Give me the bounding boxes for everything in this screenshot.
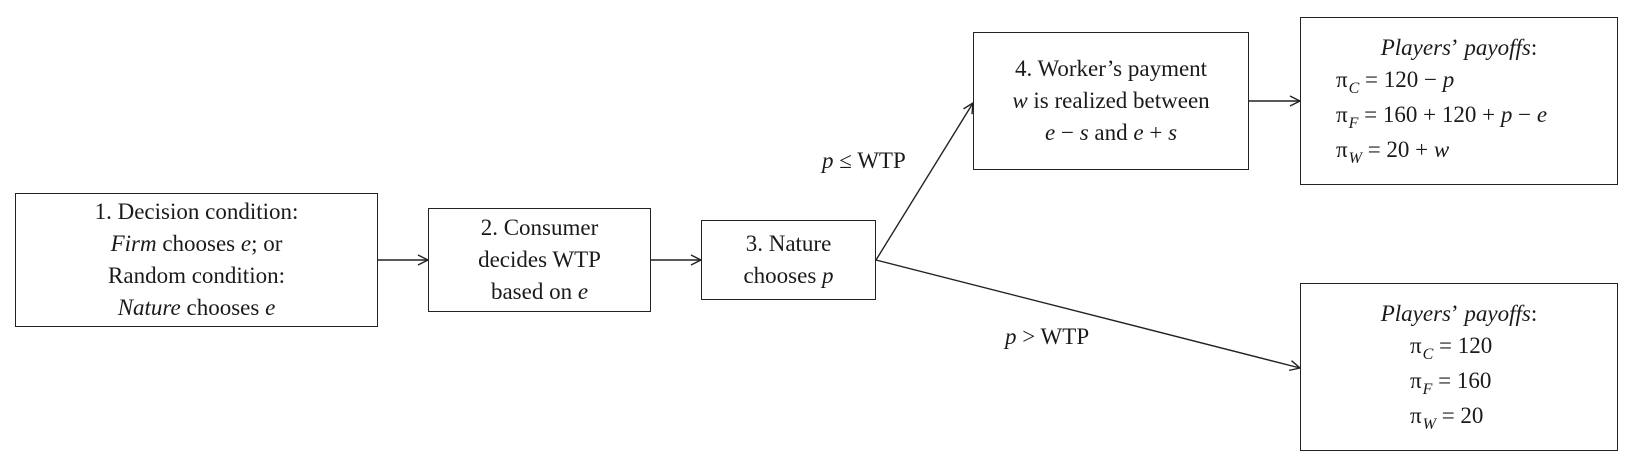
step2-line3: based on e [491,276,588,308]
var-e: e [265,295,276,320]
players-word: Players [1380,301,1451,326]
subscript-w: W [1422,416,1436,433]
var-p: p [822,148,834,173]
payoffs-word: payoffs [1458,301,1531,326]
var-e: e [577,279,589,304]
payoff-consumer-expr: = 120 [1433,333,1493,358]
var-s: s [1079,120,1089,145]
var-w: w [1012,88,1028,113]
subscript-c: C [1422,346,1434,363]
and-word: and [1088,120,1134,145]
var-e: e [1133,120,1144,145]
payoffs-word: payoffs [1458,35,1531,60]
step2-line3-rest: based on [490,279,578,304]
pi-symbol: π [1336,102,1348,127]
pi-symbol: π [1336,67,1348,92]
colon: : [1530,35,1538,60]
var-p: p [822,263,834,288]
payoff-consumer: πC = 120 − p [1336,64,1617,99]
var-e: e [1536,102,1548,127]
var-p: p [1442,67,1455,92]
players-word: Players [1380,35,1451,60]
subscript-w: W [1348,150,1362,167]
step2-line2: decides WTP [478,247,601,272]
step1-line4: Nature chooses e [118,292,276,324]
plus-sign: + [1143,120,1169,145]
payoff-firm-expr: = 160 + 120 + [1358,102,1501,127]
step1-decision-condition-box: 1. Decision condition: Firm chooses e; o… [15,193,378,327]
step4-worker-payment-box: 4. Worker’s payment w is realized betwee… [973,32,1249,170]
step4-line2-rest: is realized between [1027,88,1210,113]
payoffs-bottom-title: Players’ payoffs: [1301,298,1617,330]
step4-line1: 4. Worker’s payment [1014,56,1208,81]
step1-line2-rest: chooses [156,231,241,256]
minus-sign: − [1055,120,1080,145]
payoff-worker-expr: = 20 + [1361,137,1434,162]
step1-line1: 1. Decision condition: [94,199,299,224]
edge-label-lower-rest: > WTP [1016,324,1090,349]
pi-symbol: π [1410,403,1422,428]
subscript-f: F [1348,115,1359,132]
edge-label-upper-rest: ≤ WTP [833,148,906,173]
step1-line4-rest: chooses [180,295,266,320]
payoff-firm: πF = 160 + 120 + p − e [1336,99,1617,134]
payoffs-top-title: Players’ payoffs: [1301,32,1617,64]
step2-consumer-box: 2. Consumer decides WTP based on e [428,208,651,312]
payoffs-top-formulas: πC = 120 − p πF = 160 + 120 + p − e πW =… [1301,64,1617,169]
payoffs-bottom-box: Players’ payoffs: πC = 120 πF = 160 πW =… [1300,283,1618,451]
edge-label-p-gt-wtp: p > WTP [1005,324,1089,350]
var-w: w [1433,137,1450,162]
var-e: e [240,231,252,256]
pi-symbol: π [1336,137,1348,162]
step1-line3: Random condition: [108,263,285,288]
step3-line2-rest: chooses [743,263,823,288]
apostrophe: ’ [1451,301,1459,326]
payoffs-top-box: Players’ payoffs: πC = 120 − p πF = 160 … [1300,17,1618,185]
payoff-consumer: πC = 120 [1410,330,1617,365]
step4-line2: w is realized between [1012,85,1209,117]
arrow-3-to-payoffs-bottom [875,259,1300,368]
nature-word: Nature [117,295,181,320]
subscript-f: F [1422,381,1433,398]
payoffs-bottom-formulas: πC = 120 πF = 160 πW = 20 [1301,330,1617,435]
step1-line2: Firm chooses e; or [111,228,283,260]
edge-label-p-le-wtp: p ≤ WTP [822,148,906,174]
payoff-worker: πW = 20 [1410,400,1617,435]
step4-line3: e − s and e + s [1045,117,1177,149]
payoff-worker: πW = 20 + w [1336,134,1617,169]
apostrophe: ’ [1451,35,1459,60]
minus-sign: − [1512,102,1537,127]
arrow-3-to-4 [875,103,973,261]
pi-symbol: π [1410,333,1422,358]
step3-nature-box: 3. Nature chooses p [701,220,876,300]
pi-symbol: π [1410,368,1422,393]
firm-word: Firm [110,231,157,256]
payoff-firm-expr: = 160 [1432,368,1492,393]
payoff-worker-expr: = 20 [1435,403,1484,428]
step2-line1: 2. Consumer [480,215,599,240]
step3-line1: 3. Nature [745,231,832,256]
payoff-consumer-expr: = 120 − [1359,67,1443,92]
var-s: s [1168,120,1178,145]
var-p: p [1500,102,1513,127]
step1-line2-end: ; or [251,231,283,256]
payoff-firm: πF = 160 [1410,365,1617,400]
var-p: p [1005,324,1017,349]
subscript-c: C [1348,80,1360,97]
var-e: e [1044,120,1056,145]
colon: : [1530,301,1538,326]
step3-line2: chooses p [743,260,833,292]
